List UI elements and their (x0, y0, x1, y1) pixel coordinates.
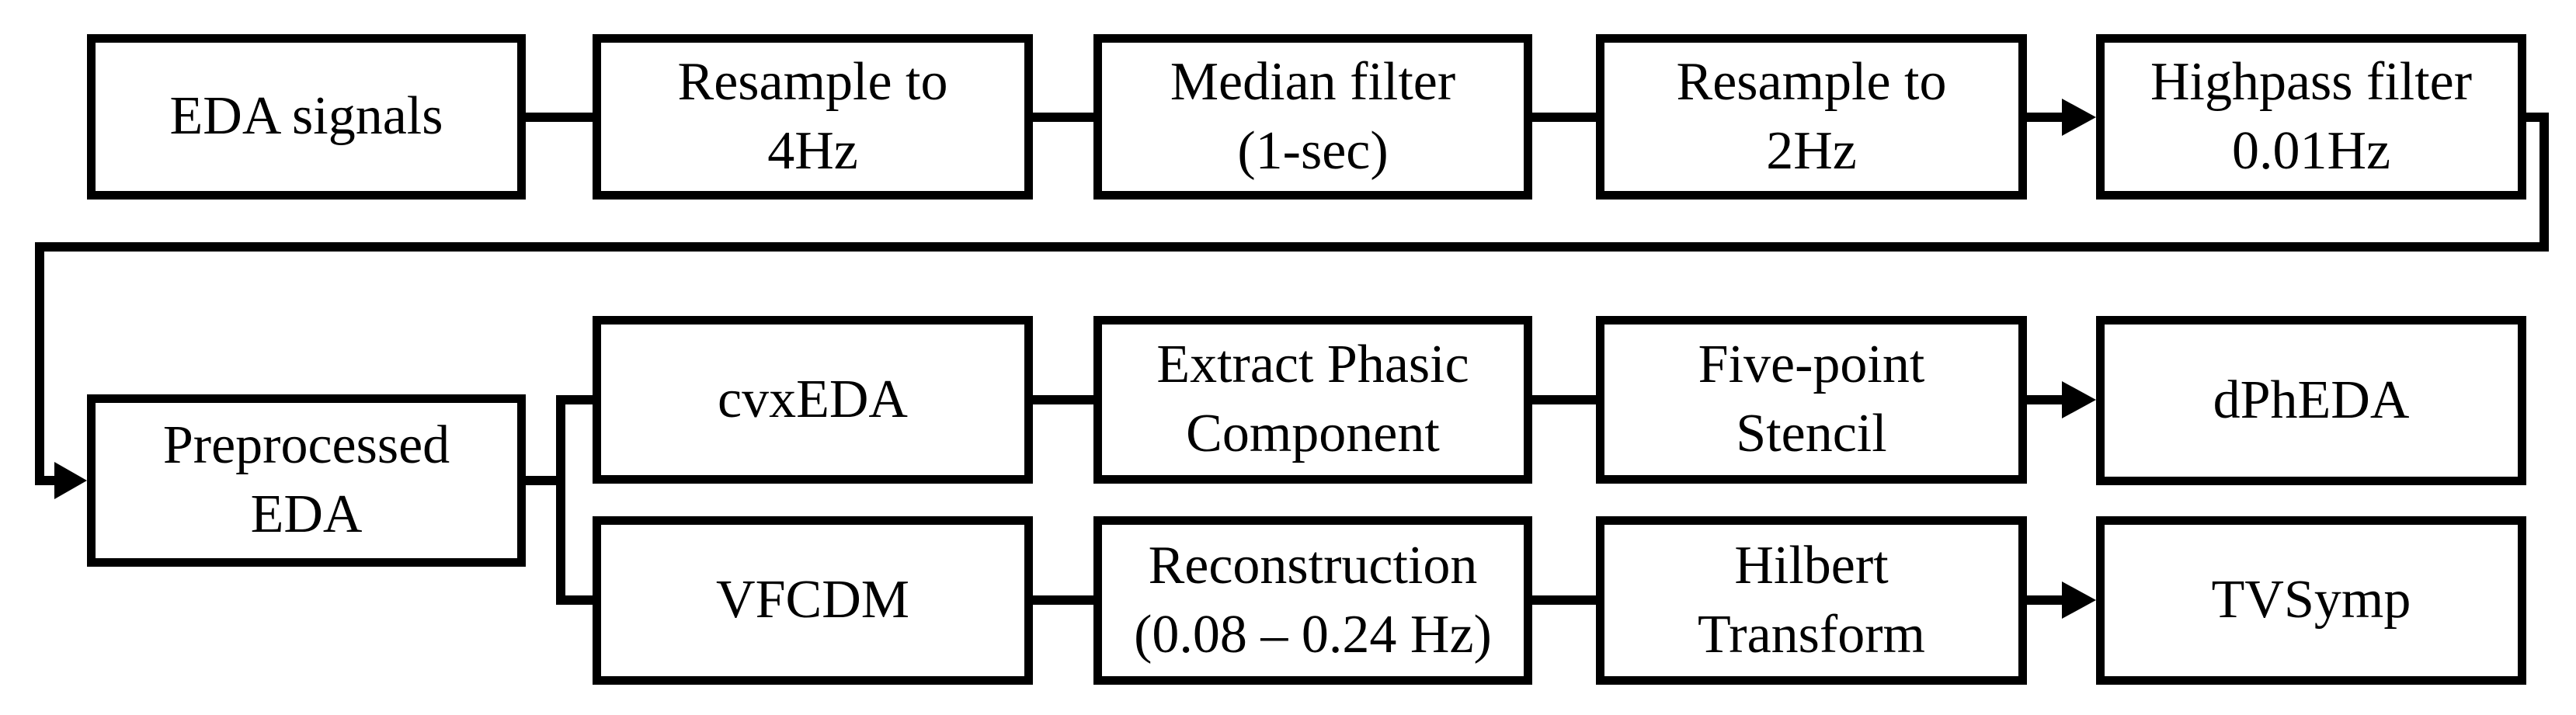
node-label: (0.08 – 0.24 Hz) (1134, 604, 1492, 665)
connector-hilbert-to-tvsymp (2027, 595, 2066, 605)
feedback-right-vertical (2539, 113, 2549, 252)
node-label: EDA signals (169, 86, 443, 147)
node-label: Median filter (1170, 51, 1456, 112)
node-label: Five-point (1698, 335, 1925, 395)
node-cvxeda: cvxEDA (593, 316, 1033, 484)
connector-reconstruction-to-hilbert (1532, 595, 1596, 605)
arrowhead-into-preprocessed (54, 462, 87, 499)
node-label: VFCDM (716, 570, 909, 630)
node-label: Extract Phasic (1156, 335, 1469, 395)
node-label: 0.01Hz (2231, 120, 2391, 181)
connector-eda-to-resample4 (526, 113, 593, 122)
node-label: Reconstruction (1148, 535, 1478, 595)
connector-median-to-resample2 (1532, 113, 1596, 122)
node-label: 2Hz (1766, 120, 1857, 181)
node-tvsymp: TVSymp (2096, 516, 2526, 685)
connector-vfcdm-to-reconstruction (1033, 595, 1093, 605)
feedback-left-vertical (35, 242, 44, 485)
feedback-horizontal (35, 242, 2549, 252)
arrowhead-into-dpheda (2062, 381, 2096, 418)
node-label: Stencil (1736, 404, 1887, 463)
node-label: Resample to (1676, 51, 1947, 112)
branch-stub-to-vfcdm (556, 595, 593, 605)
connector-stencil-to-dpheda (2027, 395, 2066, 404)
node-dpheda: dPhEDA (2096, 316, 2526, 485)
node-label: Preprocessed (162, 415, 450, 476)
arrowhead-into-tvsymp (2062, 581, 2096, 619)
node-vfcdm: VFCDM (593, 516, 1033, 685)
branch-vertical (556, 395, 565, 605)
node-resample-4hz: Resample to 4Hz (593, 34, 1033, 200)
node-label: (1-sec) (1237, 120, 1389, 181)
node-resample-2hz: Resample to 2Hz (1596, 34, 2027, 200)
node-label: EDA (250, 484, 363, 544)
node-eda-signals: EDA signals (87, 34, 526, 200)
node-label: cvxEDA (718, 369, 908, 429)
node-label: dPhEDA (2213, 370, 2410, 430)
connector-cvxeda-to-extract (1033, 395, 1093, 404)
node-reconstruction: Reconstruction (0.08 – 0.24 Hz) (1093, 516, 1532, 685)
node-label: Highpass filter (2150, 51, 2473, 112)
arrowhead-into-highpass (2062, 99, 2096, 136)
node-median-filter: Median filter (1-sec) (1093, 34, 1532, 200)
node-label: TVSymp (2211, 570, 2411, 630)
node-label: 4Hz (767, 120, 858, 181)
node-preprocessed-eda: Preprocessed EDA (87, 394, 526, 567)
branch-stub-to-cvxeda (556, 395, 593, 404)
connector-resample4-to-median (1033, 113, 1093, 122)
connector-extract-to-stencil (1532, 395, 1596, 404)
node-label: Component (1186, 404, 1440, 463)
node-label: Resample to (677, 51, 948, 112)
branch-stub-from-preprocessed (526, 476, 565, 485)
node-five-point-stencil: Five-point Stencil (1596, 316, 2027, 484)
connector-resample2-to-highpass (2027, 113, 2066, 122)
node-label: Transform (1698, 604, 1925, 665)
node-highpass-filter: Highpass filter 0.01Hz (2096, 34, 2526, 200)
node-extract-phasic: Extract Phasic Component (1093, 316, 1532, 484)
node-label: Hilbert (1734, 535, 1889, 595)
node-hilbert-transform: Hilbert Transform (1596, 516, 2027, 685)
